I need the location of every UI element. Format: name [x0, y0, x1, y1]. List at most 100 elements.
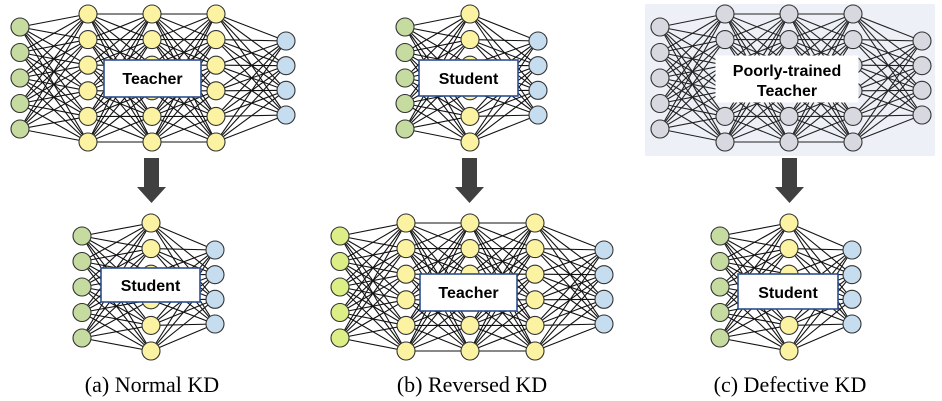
- neuron-node: [141, 341, 161, 361]
- network-edges: [719, 222, 853, 352]
- neuron-node: [460, 239, 480, 259]
- neuron-node: [460, 106, 480, 126]
- neuron-node: [710, 226, 730, 246]
- neuron-node: [72, 226, 92, 246]
- neuron-node: [78, 132, 98, 152]
- neuron-node: [650, 17, 670, 37]
- neuron-node: [142, 132, 162, 152]
- neuron-node: [142, 106, 162, 126]
- neuron-node: [206, 132, 226, 152]
- neuron-node: [142, 4, 162, 24]
- network-label: Student: [758, 285, 818, 302]
- neuron-node: [912, 31, 932, 51]
- network-a-top: [10, 4, 296, 152]
- network-c-bottom: [710, 213, 862, 361]
- neuron-node: [395, 119, 415, 139]
- neuron-node: [276, 31, 296, 51]
- neuron-node: [594, 265, 614, 285]
- neuron-node: [395, 17, 415, 37]
- neuron-node: [396, 239, 416, 259]
- network-label: Student: [121, 278, 181, 295]
- neuron-node: [843, 30, 863, 50]
- neuron-node: [843, 106, 863, 126]
- label-box-c-top: Poorly-trained Teacher: [715, 55, 859, 103]
- neuron-node: [78, 30, 98, 50]
- neuron-node: [460, 4, 480, 24]
- caption-b: (b) Reversed KD: [397, 372, 547, 397]
- neuron-node: [525, 315, 545, 335]
- arrow-down-icon-a: [137, 158, 166, 203]
- neuron-node: [594, 314, 614, 334]
- neuron-node: [460, 132, 480, 152]
- neuron-node: [650, 119, 670, 139]
- neuron-node: [330, 251, 350, 272]
- neuron-node: [650, 93, 670, 114]
- label-box-a-bottom: Student: [100, 267, 201, 303]
- neuron-node: [710, 302, 730, 323]
- neuron-node: [779, 4, 799, 24]
- caption-c: (c) Defective KD: [714, 372, 867, 397]
- neuron-node: [10, 68, 30, 88]
- neuron-node: [843, 132, 863, 152]
- network-label: Teacher: [438, 285, 498, 302]
- neuron-node: [78, 55, 98, 75]
- neuron-node: [141, 213, 161, 233]
- neuron-node: [395, 42, 415, 63]
- neuron-node: [10, 93, 30, 114]
- neuron-node: [395, 93, 415, 114]
- neuron-node: [779, 213, 799, 233]
- neuron-node: [142, 30, 162, 50]
- neuron-node: [330, 277, 350, 297]
- neuron-node: [276, 105, 296, 125]
- neuron-node: [779, 106, 799, 126]
- neuron-node: [206, 30, 226, 50]
- network-label: Student: [439, 71, 499, 88]
- neuron-node: [78, 106, 98, 126]
- neuron-node: [460, 30, 480, 50]
- neuron-node: [779, 30, 799, 50]
- neuron-node: [525, 239, 545, 259]
- neuron-node: [842, 240, 862, 260]
- neuron-node: [912, 56, 932, 76]
- neuron-node: [525, 264, 545, 284]
- neuron-node: [78, 81, 98, 101]
- neuron-node: [779, 341, 799, 361]
- neuron-node: [779, 315, 799, 335]
- neuron-node: [594, 289, 614, 309]
- neuron-node: [330, 226, 350, 246]
- neuron-node: [206, 81, 226, 101]
- neuron-node: [206, 4, 226, 24]
- neuron-node: [396, 315, 416, 335]
- neuron-node: [72, 251, 92, 272]
- neuron-node: [206, 106, 226, 126]
- neuron-node: [10, 119, 30, 139]
- neuron-node: [78, 4, 98, 24]
- neuron-node: [10, 17, 30, 37]
- neuron-node: [528, 80, 548, 100]
- neuron-node: [330, 302, 350, 323]
- neuron-node: [710, 251, 730, 272]
- neuron-node: [206, 55, 226, 75]
- neuron-node: [912, 80, 932, 100]
- neuron-node: [715, 30, 735, 50]
- neuron-node: [842, 314, 862, 334]
- neuron-node: [912, 105, 932, 125]
- arrow-down-icon-b: [455, 158, 484, 203]
- network-label: Teacher: [122, 71, 182, 88]
- neuron-node: [843, 4, 863, 24]
- neuron-node: [396, 290, 416, 310]
- neuron-node: [72, 277, 92, 297]
- label-box-a-top: Teacher: [103, 59, 202, 98]
- neuron-node: [205, 289, 225, 309]
- neuron-node: [525, 341, 545, 361]
- neuron-node: [205, 265, 225, 285]
- neuron-node: [72, 302, 92, 323]
- neuron-node: [396, 264, 416, 284]
- neuron-node: [715, 106, 735, 126]
- neuron-node: [276, 56, 296, 76]
- label-box-c-bottom: Student: [737, 273, 839, 310]
- neuron-node: [460, 213, 480, 233]
- neuron-node: [528, 56, 548, 76]
- label-box-b-bottom: Teacher: [419, 273, 518, 312]
